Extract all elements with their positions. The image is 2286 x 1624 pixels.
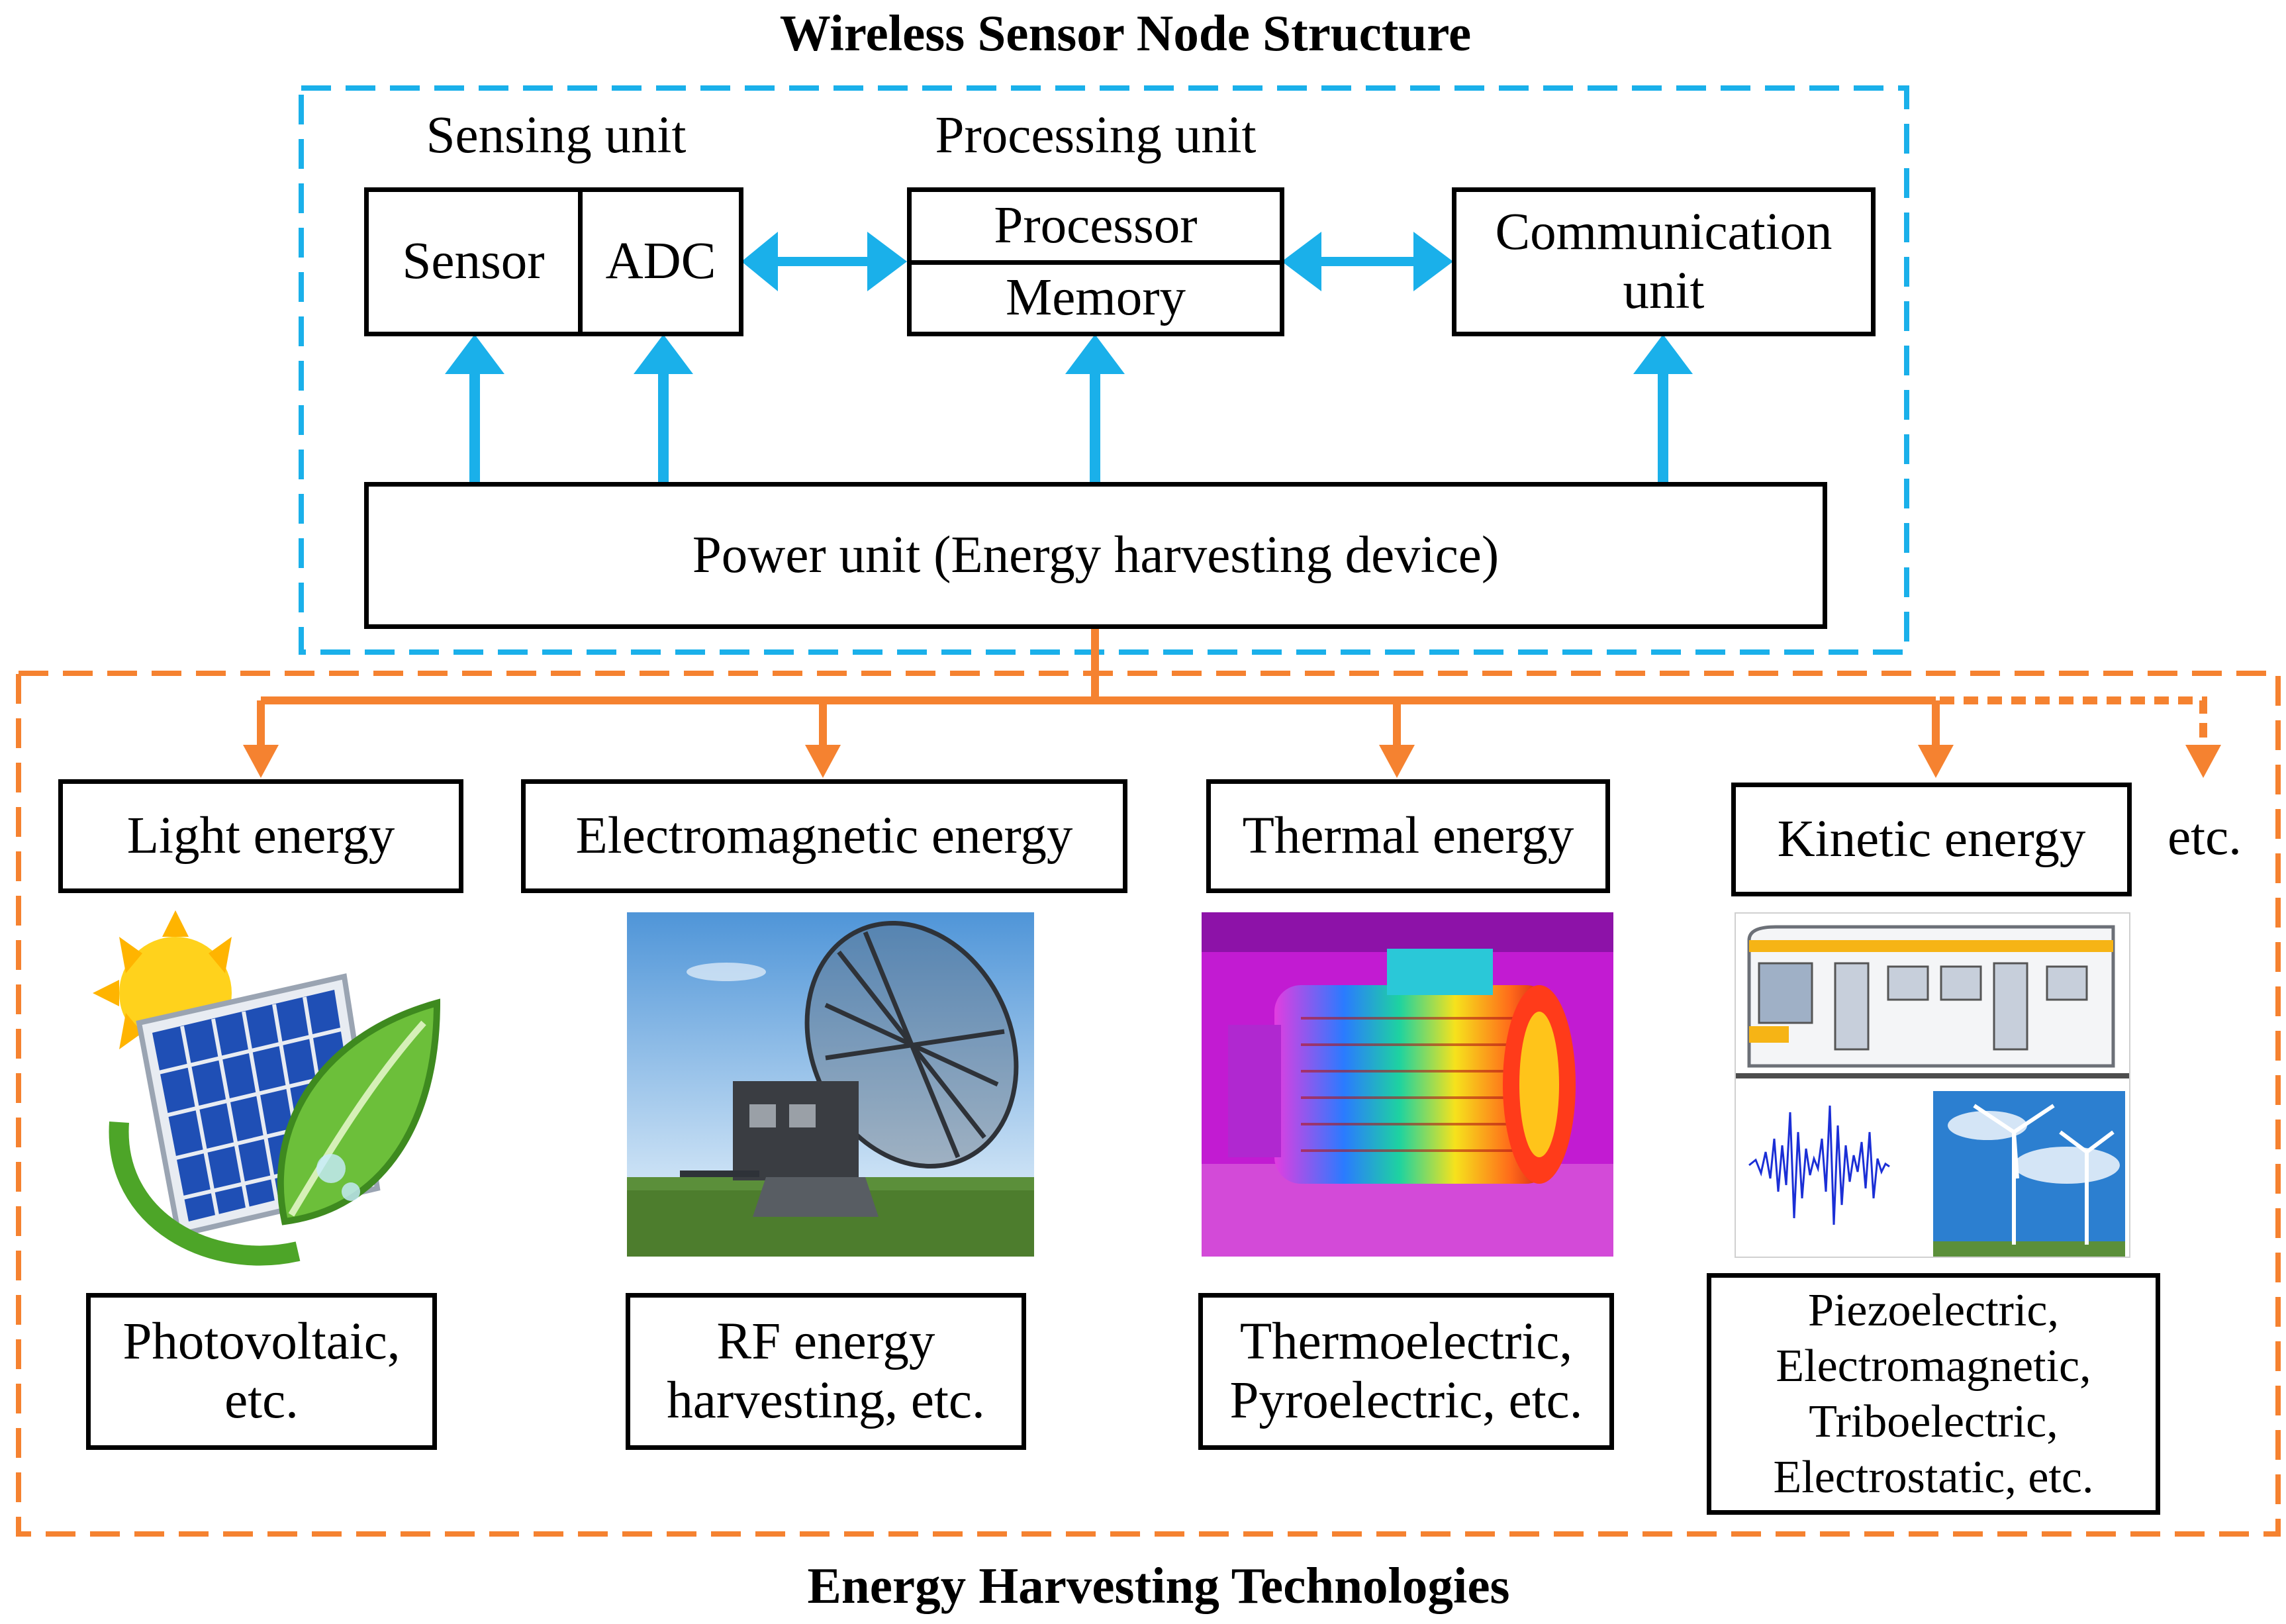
sensor-box: Sensor	[364, 187, 583, 336]
recycle-arc-icon	[109, 1122, 301, 1266]
node-structure-frame	[299, 85, 1909, 655]
leaf-icon	[277, 998, 441, 1225]
solar-panel-leaf-image	[66, 910, 450, 1271]
rf-harvesting-box: RF energy harvesting, etc.	[626, 1293, 1026, 1450]
radar-dish-image	[627, 912, 1034, 1257]
communication-unit-box: Communication unit	[1452, 187, 1876, 336]
motor-icon	[1274, 949, 1576, 1184]
electromagnetic-energy-label: Electromagnetic energy	[575, 806, 1073, 865]
kinetic-tech-box: Piezoelectric, Electromagnetic, Triboele…	[1707, 1273, 2160, 1515]
kinetic-tech-line2: Electromagnetic,	[1776, 1340, 2091, 1392]
train-icon	[1736, 925, 2129, 1078]
light-energy-box: Light energy	[58, 779, 463, 893]
communication-label-line2: unit	[1623, 262, 1705, 320]
rf-harvesting-line1: RF energy	[716, 1313, 935, 1371]
processor-box: Processor	[907, 187, 1284, 265]
harvesting-frame	[16, 671, 2281, 1537]
kinetic-tech-line3: Triboelectric,	[1809, 1396, 2058, 1447]
thermoelectric-line2: Pyroelectric, etc.	[1229, 1371, 1583, 1429]
light-energy-label: Light energy	[126, 806, 395, 865]
memory-label: Memory	[1005, 269, 1186, 327]
etc-label: etc.	[2167, 808, 2242, 866]
rf-harvesting-line2: harvesting, etc.	[667, 1371, 985, 1429]
processing-unit-label: Processing unit	[935, 107, 1257, 164]
data-link-arrows	[741, 232, 1453, 291]
diagram-title-top: Wireless Sensor Node Structure	[779, 5, 1472, 62]
thermal-motor-image	[1202, 912, 1613, 1257]
thermal-energy-label: Thermal energy	[1242, 806, 1574, 865]
electromagnetic-energy-box: Electromagnetic energy	[521, 779, 1127, 893]
sensing-unit-label: Sensing unit	[426, 107, 687, 164]
wind-turbine-icon	[1933, 1091, 2125, 1257]
thermal-energy-box: Thermal energy	[1206, 779, 1610, 893]
adc-box: ADC	[578, 187, 743, 336]
kinetic-energy-box: Kinetic energy	[1731, 783, 2132, 896]
radar-dish-icon	[804, 921, 1019, 1169]
kinetic-energy-label: Kinetic energy	[1777, 810, 2086, 868]
processor-label: Processor	[994, 197, 1198, 255]
kinetic-tech-line1: Piezoelectric,	[1808, 1284, 2059, 1336]
power-unit-box: Power unit (Energy harvesting device)	[364, 482, 1827, 629]
power-unit-label: Power unit (Energy harvesting device)	[692, 526, 1500, 584]
vibration-signal-icon	[1748, 1105, 1890, 1225]
communication-label-line1: Communication	[1495, 203, 1833, 262]
adc-label: ADC	[605, 232, 716, 291]
kinetic-tech-line4: Electrostatic, etc.	[1773, 1451, 2094, 1503]
photovoltaic-box: Photovoltaic, etc.	[86, 1293, 437, 1450]
thermoelectric-box: Thermoelectric, Pyroelectric, etc.	[1198, 1293, 1614, 1450]
memory-box: Memory	[907, 260, 1284, 336]
diagram-title-bottom: Energy Harvesting Technologies	[807, 1557, 1510, 1614]
photovoltaic-line1: Photovoltaic,	[122, 1313, 401, 1371]
etc-dotted-arrow	[1940, 696, 2221, 778]
energy-source-arrows	[243, 628, 1954, 778]
thermoelectric-line1: Thermoelectric,	[1239, 1313, 1573, 1371]
power-supply-arrows	[445, 334, 1693, 485]
kinetic-sources-image	[1735, 912, 2130, 1258]
radar-cabin	[733, 1081, 859, 1180]
sensor-label: Sensor	[402, 232, 545, 291]
photovoltaic-line2: etc.	[224, 1371, 299, 1429]
